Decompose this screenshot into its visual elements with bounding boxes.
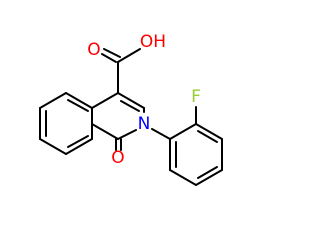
label-ring-nitrogen: N <box>138 114 151 134</box>
bond-c8-c8a <box>65 138 93 155</box>
bond-c5-c6 <box>39 92 67 109</box>
bond-c8-c8a-inner <box>67 135 89 148</box>
molecule-structure-diagram: O OH N O F <box>39 32 223 186</box>
bond-aryl-c4-c5 <box>195 169 223 186</box>
atom-labels: O OH N O F <box>87 32 201 168</box>
bond-c4a-c5 <box>65 92 93 109</box>
bond-c4-c3 <box>117 92 145 109</box>
bond-n-aryl <box>151 128 171 140</box>
label-hydroxyl: OH <box>140 32 166 52</box>
bond-carboxyl-c-o-2 <box>103 48 121 58</box>
bond-c4a-c5-inner <box>67 99 89 112</box>
label-lactam-oxygen: O <box>111 148 124 168</box>
bond-carboxyl-c-o-1 <box>101 53 117 63</box>
bond-aryl-c5-c6 <box>169 169 197 186</box>
bond-aryl-c2-c3-inner <box>197 130 218 143</box>
bond-carboxyl-c-oh <box>117 48 141 63</box>
bond-aryl-c1-c2 <box>169 123 197 140</box>
bond-aryl-c2-c3 <box>195 123 223 140</box>
bond-c4-c4a <box>91 92 119 109</box>
label-carbonyl-oxygen-acid: O <box>87 40 100 60</box>
bond-c4-c3-inner <box>120 100 140 112</box>
bond-c1-c8a <box>91 123 119 140</box>
bond-n-c1 <box>117 129 137 140</box>
label-fluorine: F <box>191 87 201 107</box>
bond-lines <box>39 48 223 186</box>
bond-aryl-c4-c5-inner <box>197 166 218 179</box>
bond-c7-c8 <box>39 138 67 155</box>
